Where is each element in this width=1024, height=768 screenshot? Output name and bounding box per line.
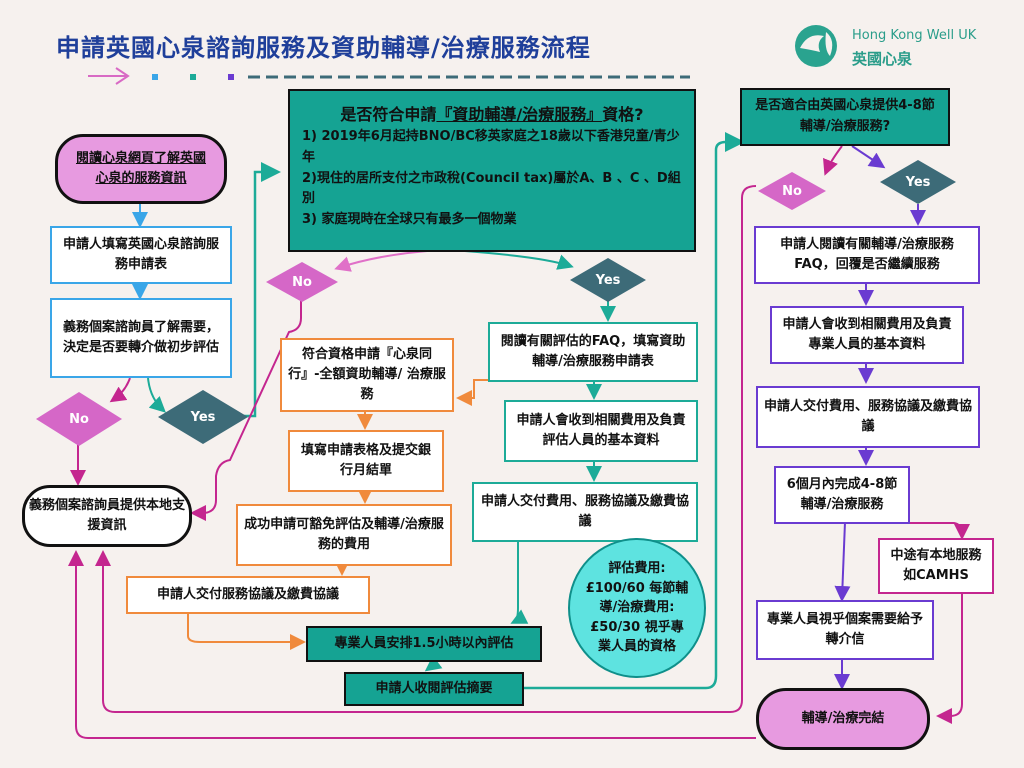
funded-fee-waived: 成功申請可豁免評估及輔導/治療服務的費用 [236,504,452,566]
funded-eligible: 符合資格申請『心泉同行』-全額資助輔導/ 治療服務 [280,338,454,412]
paid-submit-fee: 申請人交付費用、服務協議及繳費協議 [472,482,698,542]
local-service-camhs: 中途有本地服務如CAMHS [878,538,994,594]
decision-yes-right: Yes [880,160,956,204]
eligibility-question: 是否符合申請『資助輔導/治療服務』資格? 1) 2019年6月起持BNO/BC移… [288,89,696,252]
right-receive-info: 申請人會收到相關費用及負責專業人員的基本資料 [770,306,964,364]
right-submit-fee: 申請人交付費用、服務協議及繳費協議 [756,386,980,448]
decision-no-eligibility: No [266,262,338,302]
logo-name: Hong Kong Well UK [852,28,977,43]
criterion-3: 3) 家庭現時在全球只有最多一個物業 [302,212,517,228]
fee-note-circle: 評估費用: £100/60 每節輔導/治療費用:£50/30 視乎專業人員的資格 [568,538,706,678]
criterion-2: 2)現住的居所支付之市政稅(Council tax)屬於A、B 、C 、D組別 [302,170,681,207]
heart-leaf-icon [795,25,837,67]
funded-submit-form: 填寫申請表格及提交銀行月結單 [288,430,444,492]
right-read-faq: 申請人閱讀有關輔導/治療服務FAQ，回覆是否繼續服務 [754,226,980,284]
criterion-1: 1) 2019年6月起持BNO/BC移英家庭之18歲以下香港兒童/青少年 [302,129,680,165]
step-consultant-review: 義務個案諮詢員了解需要，決定是否要轉介做初步評估 [50,298,232,378]
start-read-website[interactable]: 閱讀心泉網頁了解英國心泉的服務資訊 [55,134,227,204]
funded-submit-agreement: 申請人交付服務協議及繳費協議 [126,576,370,614]
referral-letter: 專業人員視乎個案需要給予轉介信 [756,600,934,660]
assessment-summary: 申請人收閱評估摘要 [344,672,524,706]
paid-receive-info: 申請人會收到相關費用及負責評估人員的基本資料 [504,400,698,462]
eligibility-title: 是否符合申請『資助輔導/治療服務』資格? [340,105,644,124]
suitability-question: 是否適合由英國心泉提供4-8節輔導/治療服務? [740,88,950,146]
decision-yes-eligibility: Yes [570,258,646,302]
logo-mark [790,22,850,70]
right-complete-sessions: 6個月內完成4-8節輔導/治療服務 [774,466,910,524]
logo-name-zh: 英國心泉 [852,50,913,68]
paid-read-faq: 閱讀有關評估的FAQ，填寫資助輔導/治療服務申請表 [488,322,698,382]
local-support-info: 義務個案諮詢員提供本地支援資訊 [22,485,192,547]
page-title: 申請英國心泉諮詢服務及資助輔導/治療服務流程 [56,34,591,62]
step-fill-consult-form: 申請人填寫英國心泉諮詢服務申請表 [50,226,232,284]
treatment-complete: 輔導/治療完結 [756,688,930,750]
decision-no-left: No [36,392,122,446]
assessment-arrange: 專業人員安排1.5小時以內評估 [306,626,542,662]
decision-yes-left: Yes [158,390,248,444]
decision-no-right: No [758,172,826,210]
